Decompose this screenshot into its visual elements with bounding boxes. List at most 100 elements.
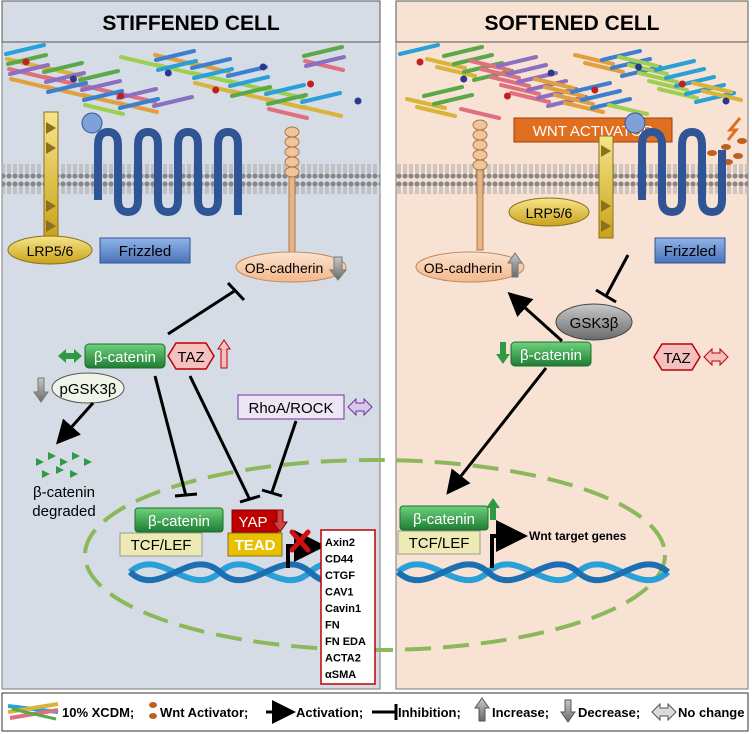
gsk3b-label: GSK3β xyxy=(570,315,619,332)
pgsk3b-ellipse xyxy=(51,372,125,404)
nuc-beta-catenin-box-left xyxy=(134,507,224,533)
promoter-arrow-right xyxy=(490,520,528,568)
taz-hexagon-left xyxy=(167,342,215,370)
ob-cadherin-stalk-right xyxy=(472,119,488,251)
ecm-fibers-left xyxy=(4,43,362,120)
taz-label-right: TAZ xyxy=(663,350,690,367)
nochange-legend-icon xyxy=(651,702,677,722)
target-gene: FN EDA xyxy=(325,636,366,648)
increase-legend-icon xyxy=(474,697,490,722)
inhibit-rhoa-yap xyxy=(270,420,298,493)
right-pathway-edges xyxy=(446,254,630,495)
pgsk3b-label: pGSK3β xyxy=(60,381,117,398)
frizzled-box-right xyxy=(654,237,726,264)
inhibit-bar-yap xyxy=(239,494,261,504)
softened-title-box xyxy=(395,0,749,43)
ob-cadherin-increase-arrow-right xyxy=(507,252,523,278)
tcf-lef-label-right: TCF/LEF xyxy=(409,535,470,552)
beta-catenin-increase-arrow-right xyxy=(486,498,500,520)
target-gene: Axin2 xyxy=(325,537,355,549)
cell-membrane-left xyxy=(2,164,380,194)
ecm-fibers-right xyxy=(398,43,743,120)
nuc-beta-catenin-label-left: β-catenin xyxy=(148,513,210,530)
lrp-triangles-right xyxy=(601,145,611,232)
legend-inhibition: Inhibition; xyxy=(398,705,461,720)
beta-catenin-decrease-arrow-right xyxy=(496,342,510,364)
ob-cadherin-box-left xyxy=(235,251,347,283)
legend-increase: Increase; xyxy=(492,705,549,720)
ob-cadherin-stalk-left xyxy=(284,126,300,257)
ob-cadherin-label-left: OB-cadherin xyxy=(245,260,324,276)
xcdm-legend-icon xyxy=(7,702,59,721)
activate-nuclear-catenin xyxy=(446,367,548,495)
beta-catenin-label-left: β-catenin xyxy=(94,349,156,366)
inhibit-frizzled-gsk3b xyxy=(604,254,630,297)
beta-catenin-box-right xyxy=(510,341,592,367)
inhibit-bar-tcf xyxy=(174,492,198,498)
lrp-label-left: LRP5/6 xyxy=(27,243,74,259)
activate-obcadherin xyxy=(507,291,564,343)
yap-decrease-arrow xyxy=(272,509,288,533)
tead-label: TEAD xyxy=(235,537,276,554)
target-gene: FN xyxy=(325,620,340,632)
stiffened-title-box xyxy=(1,0,381,43)
nuc-beta-catenin-label-right: β-catenin xyxy=(413,511,475,528)
lrp-box-left xyxy=(7,235,93,265)
legend-box xyxy=(1,692,749,732)
lrp-receptor-right xyxy=(598,135,614,239)
wnt-activator-particles-icon xyxy=(707,117,747,165)
inhibit-bar-obcadherin xyxy=(226,281,246,302)
dna-helix-right xyxy=(395,561,671,584)
target-gene: αSMA xyxy=(325,669,356,681)
frizzled-label-left: Frizzled xyxy=(119,243,172,260)
blocked-x-icon xyxy=(289,529,311,553)
taz-label-left: TAZ xyxy=(177,349,204,366)
rhoa-nochange-arrow xyxy=(347,397,373,417)
target-gene: CAV1 xyxy=(325,587,354,599)
frizzled-receptor-left xyxy=(81,112,242,217)
lrp-label-right: LRP5/6 xyxy=(526,205,573,221)
inhibition-legend-icon xyxy=(372,704,398,720)
ob-cadherin-decrease-arrow-left xyxy=(328,256,348,281)
tcf-lef-box-left xyxy=(119,532,203,557)
wnt-activator-legend-icon xyxy=(149,702,157,719)
beta-catenin-nochange-arrow-left xyxy=(58,349,82,363)
target-gene: Cavin1 xyxy=(325,603,361,615)
target-gene: CTGF xyxy=(325,570,355,582)
wnt-target-genes-label: Wnt target genes xyxy=(529,529,627,543)
target-gene-list xyxy=(320,529,376,685)
tcf-lef-box-right xyxy=(397,530,481,555)
wnt-activator-label: WNT ACTIVATOR xyxy=(533,123,654,140)
taz-increase-arrow-left xyxy=(217,339,231,369)
legend-xcdm: 10% XCDM; xyxy=(62,705,134,720)
nuc-beta-catenin-box-right xyxy=(399,505,489,531)
ob-cadherin-box-right xyxy=(415,251,525,283)
lrp-triangles-left xyxy=(46,122,56,232)
rhoa-rock-box xyxy=(237,394,345,420)
inhibit-to-yap xyxy=(188,375,252,501)
gsk3b-ellipse xyxy=(555,303,633,341)
stiffened-title: STIFFENED CELL xyxy=(102,12,280,35)
frizzled-box-left xyxy=(99,237,191,264)
legend-activation: Activation; xyxy=(296,705,363,720)
yap-label: YAP xyxy=(239,514,268,531)
left-pathway-edges xyxy=(56,281,298,504)
degraded-label-1: β-catenin xyxy=(33,484,95,501)
cell-membrane-right xyxy=(396,164,748,194)
frizzled-receptor-right xyxy=(624,112,726,217)
ob-cadherin-label-right: OB-cadherin xyxy=(424,260,503,276)
beta-catenin-label-right: β-catenin xyxy=(520,347,582,364)
rhoa-rock-label: RhoA/ROCK xyxy=(248,400,333,417)
decrease-legend-icon xyxy=(560,699,576,723)
taz-nochange-arrow-right xyxy=(703,347,729,367)
taz-hexagon-right xyxy=(653,343,701,371)
legend-decrease: Decrease; xyxy=(578,705,640,720)
beta-catenin-box-left xyxy=(84,343,166,369)
promoter-arrow-left xyxy=(286,530,326,568)
degraded-label-2: degraded xyxy=(32,503,95,520)
softened-title: SOFTENED CELL xyxy=(484,12,659,35)
beta-catenin-fragments xyxy=(36,452,92,478)
